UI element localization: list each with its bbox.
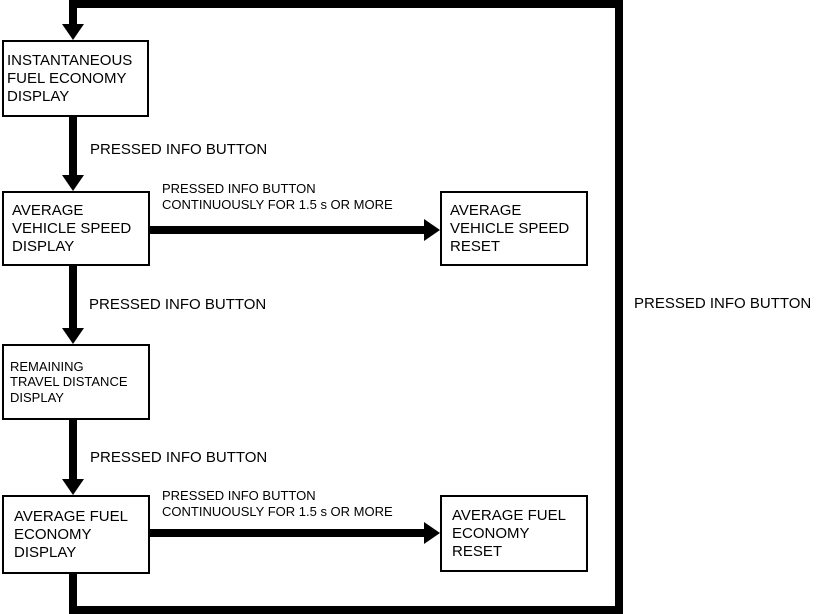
node-average-vehicle-speed-reset: AVERAGE VEHICLE SPEED RESET <box>440 191 588 266</box>
arrow-head-2 <box>62 328 84 344</box>
arrow-head-top <box>62 24 84 40</box>
edge-label-continuous-1: PRESSED INFO BUTTON CONTINUOUSLY FOR 1.5… <box>162 181 393 212</box>
node-instantaneous-fuel-economy-display: INSTANTANEOUS FUEL ECONOMY DISPLAY <box>2 40 149 117</box>
edge-label-pressed-1: PRESSED INFO BUTTON <box>90 141 268 158</box>
edge-label-pressed-3: PRESSED INFO BUTTON <box>90 449 268 466</box>
edge-label-pressed-2: PRESSED INFO BUTTON <box>89 296 267 313</box>
node-label: INSTANTANEOUS FUEL ECONOMY DISPLAY <box>7 51 133 105</box>
arrow-head-1 <box>62 175 84 191</box>
node-label: AVERAGE VEHICLE SPEED RESET <box>450 201 570 255</box>
node-label: AVERAGE FUEL ECONOMY RESET <box>452 506 566 560</box>
arrow-head-3 <box>62 479 84 495</box>
arrow-head-reset-1 <box>424 219 440 241</box>
node-average-vehicle-speed-display: AVERAGE VEHICLE SPEED DISPLAY <box>2 191 150 266</box>
node-label: REMAINING TRAVEL DISTANCE DISPLAY <box>10 358 128 405</box>
node-average-fuel-economy-reset: AVERAGE FUEL ECONOMY RESET <box>440 495 588 572</box>
node-label: AVERAGE FUEL ECONOMY DISPLAY <box>14 507 128 561</box>
arrow-head-reset-2 <box>424 522 440 544</box>
node-remaining-travel-distance-display: REMAINING TRAVEL DISTANCE DISPLAY <box>2 344 150 420</box>
edge-label-pressed-loop: PRESSED INFO BUTTON <box>634 295 812 312</box>
node-label: AVERAGE VEHICLE SPEED DISPLAY <box>12 201 132 255</box>
node-average-fuel-economy-display: AVERAGE FUEL ECONOMY DISPLAY <box>2 495 150 574</box>
edge-label-continuous-2: PRESSED INFO BUTTON CONTINUOUSLY FOR 1.5… <box>162 488 393 519</box>
loop-return-line <box>69 0 623 614</box>
